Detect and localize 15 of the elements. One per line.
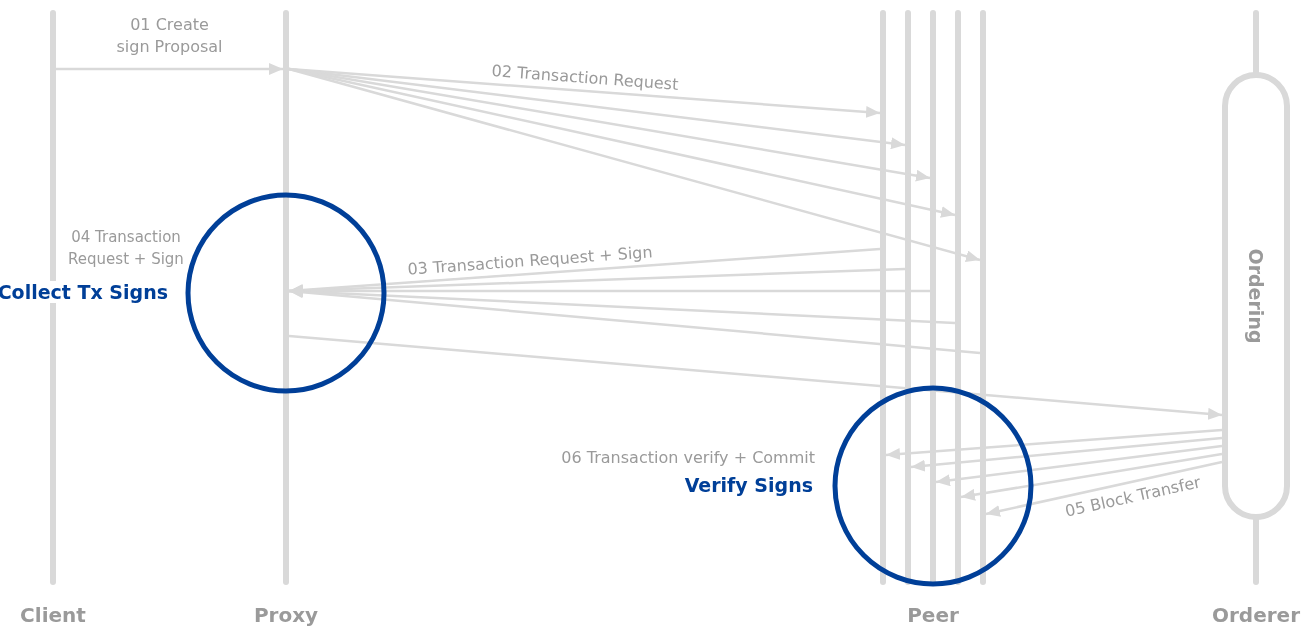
- step-label: 06 Transaction verify + Commit: [561, 447, 815, 469]
- arrow: [56, 63, 283, 75]
- lifeline-label: Peer: [907, 603, 959, 627]
- callout-label: Verify Signs: [682, 474, 815, 496]
- lifeline-label: Proxy: [253, 603, 319, 627]
- arrow: [985, 460, 1223, 517]
- step-label: 04 Transaction Request + Sign: [67, 227, 185, 270]
- arrow: [935, 444, 1223, 487]
- arrow: [910, 436, 1223, 472]
- arrow: [885, 428, 1223, 460]
- arrow: [960, 452, 1223, 501]
- arrow: [288, 334, 1223, 420]
- capsule-label: Ordering: [1245, 248, 1267, 344]
- lifeline-label: Orderer: [1212, 603, 1300, 627]
- lifeline-label: Client: [20, 603, 86, 627]
